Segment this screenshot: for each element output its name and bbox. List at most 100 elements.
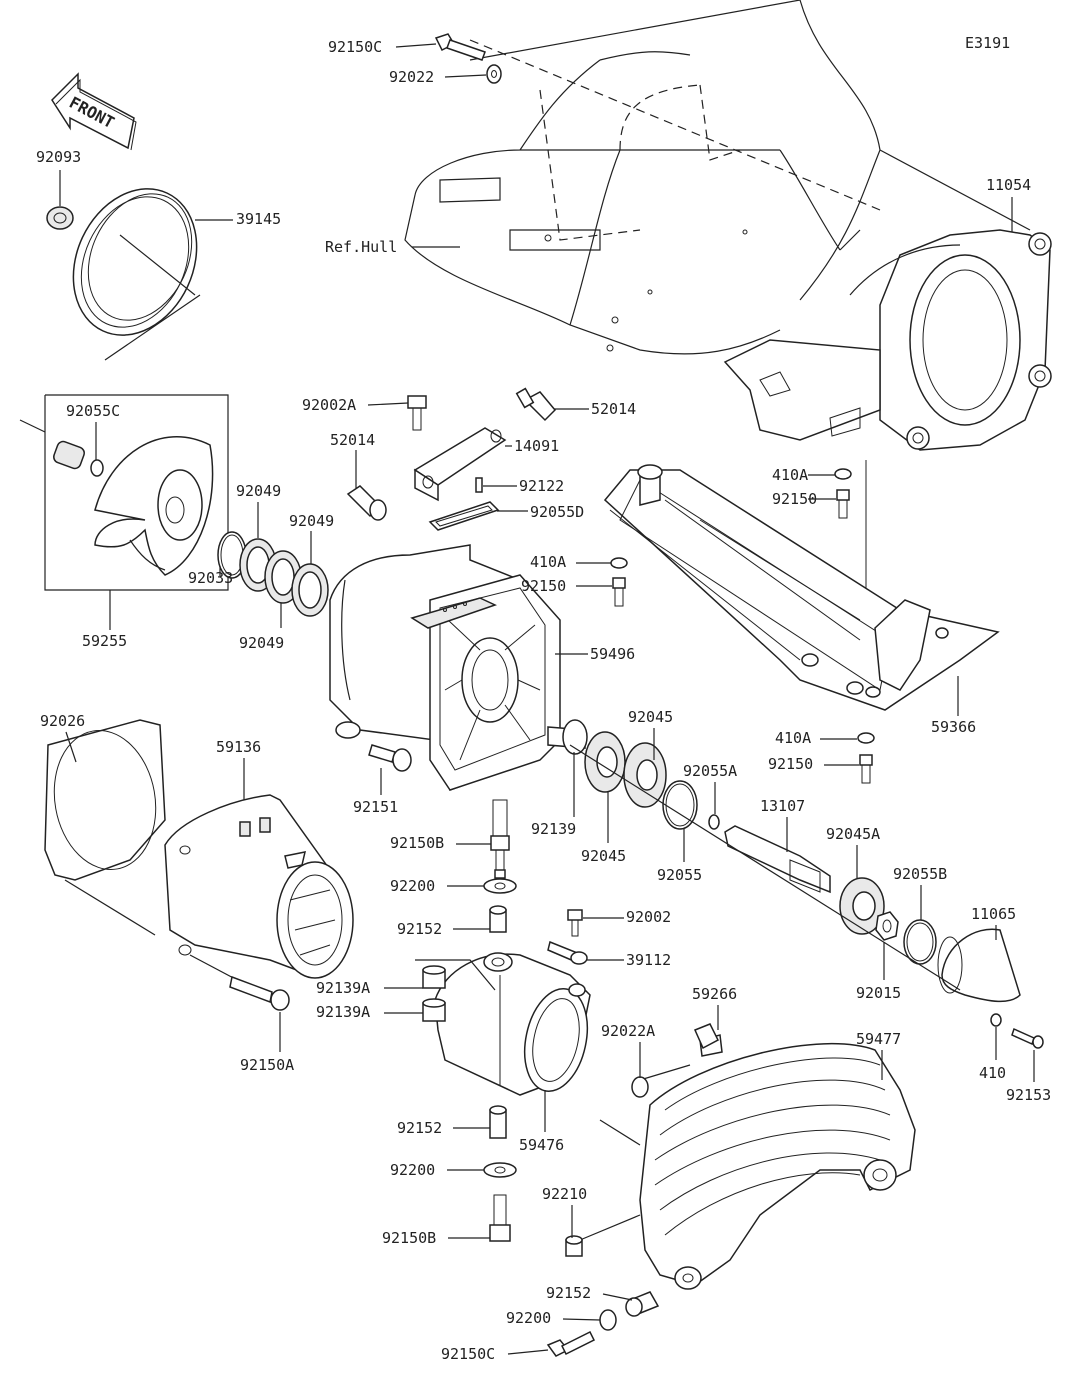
part-number-label: 92093 xyxy=(36,148,81,166)
washer-410A-3 xyxy=(857,732,875,744)
bearing-92045A xyxy=(839,877,885,935)
fitting-52014-left xyxy=(346,485,387,521)
part-number-label: 92152 xyxy=(397,1119,442,1137)
callout-92045-a: 92045 xyxy=(628,708,673,760)
part-number-label: 92045 xyxy=(581,847,626,865)
callout-92022A: 92022A xyxy=(601,1022,655,1078)
fitting-52014-right xyxy=(515,387,557,422)
part-number-label: 39145 xyxy=(236,210,281,228)
callout-92139A-1: 92139A xyxy=(316,979,423,997)
leader-line xyxy=(444,74,487,78)
part-number-label: 92002 xyxy=(626,908,671,926)
leader-line xyxy=(65,731,77,763)
callout-14091: 14091 xyxy=(505,437,559,455)
washer-92200-mid xyxy=(483,1162,517,1178)
wear-ring-39145 xyxy=(72,188,201,361)
part-number-label: 92122 xyxy=(519,477,564,495)
part-number-label: 92055B xyxy=(893,865,947,883)
bearing-92045-a xyxy=(584,731,626,793)
callout-39112: 39112 xyxy=(587,951,671,969)
part-number-label: 92055C xyxy=(66,402,120,420)
part-number-label: 92210 xyxy=(542,1185,587,1203)
callout-92153: 92153 xyxy=(1006,1050,1051,1104)
block-14091 xyxy=(413,427,507,502)
bolt-92150-2 xyxy=(612,577,626,607)
washer-410A-2 xyxy=(610,557,628,569)
bearing-92045-b xyxy=(623,742,667,808)
callout-59476: 59476 xyxy=(519,1090,564,1154)
callout-92150B-top: 92150B xyxy=(390,834,491,852)
part-number-label: 59496 xyxy=(590,645,635,663)
bolt-92002A xyxy=(407,395,427,431)
bolt-92150B-bot xyxy=(489,1194,511,1242)
part-number-label: 92022 xyxy=(389,68,434,86)
part-number-label: 92049 xyxy=(289,512,334,530)
washer-410 xyxy=(990,1013,1002,1027)
callout-59366: 59366 xyxy=(931,676,976,736)
pump-housing-11054 xyxy=(723,229,1052,451)
washer-92200-top xyxy=(483,878,517,894)
part-number-label: 92139 xyxy=(531,820,576,838)
callout-13107: 13107 xyxy=(760,797,805,852)
impeller-group-59255 xyxy=(19,394,229,630)
part-number-label: 92055D xyxy=(530,503,584,521)
nut-92015 xyxy=(875,911,899,941)
part-number-label: 92055 xyxy=(657,866,702,884)
callout-11054: 11054 xyxy=(986,176,1031,232)
part-number-label: 92045 xyxy=(628,708,673,726)
callout-92022-top: 92022 xyxy=(389,68,487,86)
part-number-label: 92049 xyxy=(239,634,284,652)
shaft-13107 xyxy=(724,825,831,894)
part-number-label: 11065 xyxy=(971,905,1016,923)
bolt-92150C-top xyxy=(434,33,486,61)
part-number-label: 410A xyxy=(772,466,808,484)
callout-92200-mid: 92200 xyxy=(390,1161,484,1179)
callout-92150A: 92150A xyxy=(240,1012,294,1074)
callout-92150B-bot: 92150B xyxy=(382,1229,490,1247)
part-number-label: 92049 xyxy=(236,482,281,500)
callout-92152-top: 92152 xyxy=(397,920,490,938)
callout-92055A: 92055A xyxy=(683,762,737,814)
bolt-92150-3 xyxy=(859,754,873,784)
part-number-label: 92139A xyxy=(316,1003,370,1021)
callout-92150C-bot: 92150C xyxy=(441,1345,549,1363)
hull-outline xyxy=(404,0,1031,355)
part-number-label: 92150C xyxy=(328,38,382,56)
callout-11065: 11065 xyxy=(971,905,1016,940)
leader-line xyxy=(367,402,409,406)
leader-line xyxy=(395,43,437,48)
leader-line xyxy=(602,1293,633,1301)
diagram-code: E3191 xyxy=(965,34,1010,52)
part-number-label: 92033 xyxy=(188,569,233,587)
callout-92122: 92122 xyxy=(483,477,564,495)
callout-92210: 92210 xyxy=(542,1185,587,1238)
part-number-label: 39112 xyxy=(626,951,671,969)
part-number-label: 92150 xyxy=(768,755,813,773)
callout-92049-a: 92049 xyxy=(236,482,281,538)
collar-92152-mid xyxy=(489,1105,507,1139)
pin-39112 xyxy=(547,940,588,965)
part-number-label: 59366 xyxy=(931,718,976,736)
part-number-label: 92022A xyxy=(601,1022,655,1040)
callout-92049-b: 92049 xyxy=(289,512,334,564)
callout-52014-left: 52014 xyxy=(330,431,375,488)
bolt-92150A xyxy=(229,975,290,1011)
callout-92200-bot: 92200 xyxy=(506,1309,601,1327)
part-number-label: 92153 xyxy=(1006,1086,1051,1104)
callout-92152-bot: 92152 xyxy=(546,1284,633,1302)
callout-59136: 59136 xyxy=(216,738,261,800)
bushing-92139A-2 xyxy=(422,998,446,1022)
callout-410A-1: 410A xyxy=(772,466,835,484)
part-number-label: 59136 xyxy=(216,738,261,756)
part-number-label: 92152 xyxy=(397,920,442,938)
callout-59266: 59266 xyxy=(692,985,737,1030)
callout-92151: 92151 xyxy=(353,768,398,816)
callout-59255: 59255 xyxy=(82,632,127,650)
callout-92139: 92139 xyxy=(531,752,576,838)
part-number-label: 92150A xyxy=(240,1056,294,1074)
gasket-92026 xyxy=(44,719,166,936)
callout-92152-mid: 92152 xyxy=(397,1119,490,1137)
part-number-label: Ref.Hull xyxy=(325,238,397,256)
callout-410: 410 xyxy=(979,1027,1006,1082)
part-number-label: 410A xyxy=(530,553,566,571)
